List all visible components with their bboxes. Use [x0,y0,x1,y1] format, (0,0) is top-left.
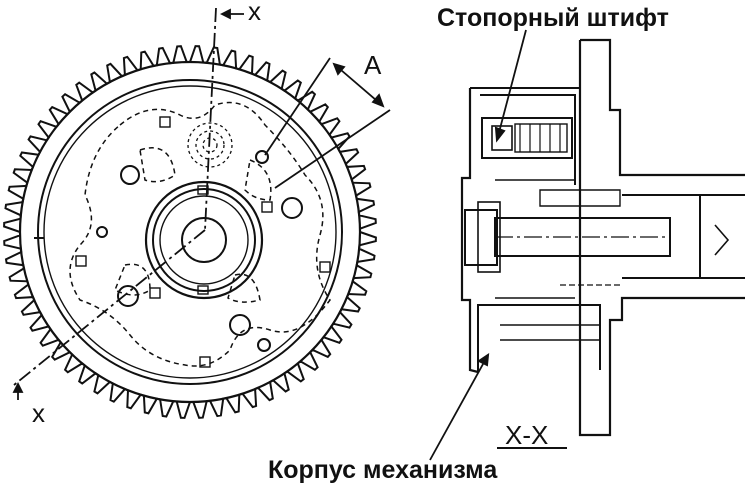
leader-locking-pin [496,29,527,141]
label-locking-pin: Стопорный штифт [437,4,669,32]
hole-top [187,122,233,168]
hub-bore [181,217,227,263]
hole-right [281,197,303,219]
leader-mechanism-body [429,354,489,461]
bolt-head [464,209,498,266]
internal-vane-outline [114,147,272,303]
section-line-x-x [12,7,244,400]
internal-chambers-outline [69,101,331,367]
sprocket-front-view [18,60,362,404]
hole-bottom [229,314,251,336]
sprocket-rim [37,79,343,385]
label-section-title: X-X [505,420,549,450]
hole-bottom-left [117,285,139,307]
hub-outer [144,180,264,300]
dimension-a [264,57,391,189]
cross-section-view [460,38,745,449]
hole-bottom-small [257,338,271,352]
hub-ring [152,188,256,292]
hub-ring-inner [159,195,249,285]
label-section-mark-top: x [248,0,261,26]
sprocket-inner-ring [43,85,337,379]
mechanism-body [460,88,479,374]
label-dimension-a: A [364,50,382,80]
label-mechanism-body: Корпус механизма [268,456,498,484]
cam-flange [578,38,745,437]
sprocket-tooth-profile [3,45,377,419]
locking-pin [481,117,573,159]
sprocket-teeth [18,60,362,404]
label-section-mark-bottom: x [32,398,45,428]
hole-top-right [255,150,269,164]
hole-left [120,165,140,185]
